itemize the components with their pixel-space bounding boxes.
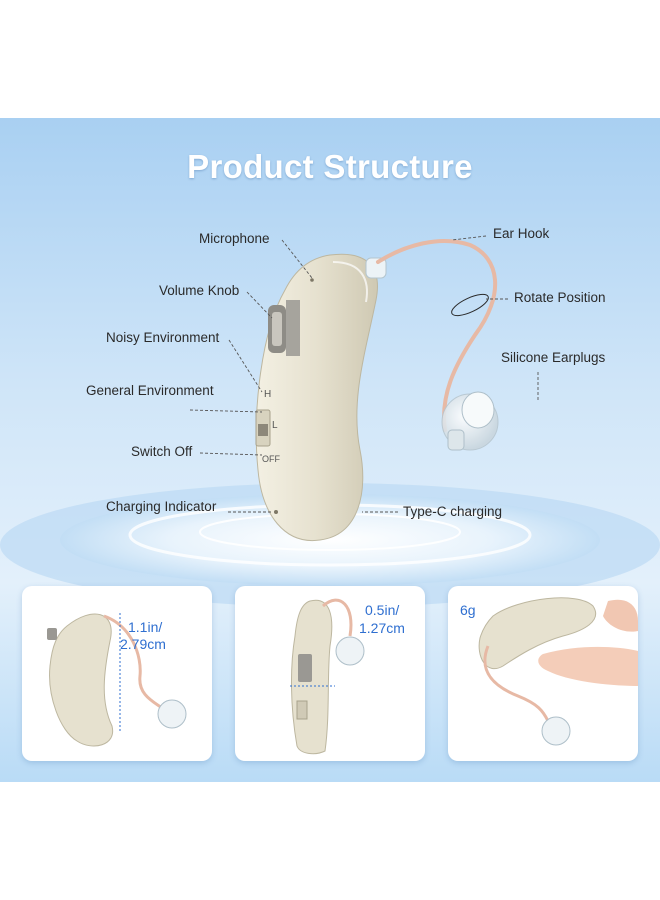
card-height: 1.1in/ 2.79cm: [22, 586, 212, 761]
page-title: Product Structure: [187, 148, 473, 185]
width-inches: 0.5in/: [365, 602, 400, 618]
height-inches: 1.1in/: [128, 619, 163, 635]
mark-h: H: [264, 389, 272, 400]
label-silicone-earplugs: Silicone Earplugs: [501, 350, 606, 365]
mark-off: OFF: [262, 454, 280, 464]
label-volume-knob: Volume Knob: [159, 283, 240, 298]
weight-value: 6g: [460, 602, 476, 618]
width-cm: 1.27cm: [359, 620, 405, 636]
label-general-environment: General Environment: [86, 383, 214, 398]
hearing-aid-main: [255, 253, 378, 542]
water-ripple: [0, 483, 660, 607]
charging-led: [274, 510, 278, 514]
mic-port: [310, 278, 314, 282]
card-weight-illustration: [478, 597, 638, 746]
rotate-indicator: [451, 293, 489, 317]
mark-l: L: [272, 420, 278, 431]
card-width: 0.5in/ 1.27cm: [235, 586, 425, 761]
label-microphone: Microphone: [199, 231, 270, 246]
label-noisy-environment: Noisy Environment: [106, 330, 220, 345]
label-charging-indicator: Charging Indicator: [106, 499, 217, 514]
label-switch-off: Switch Off: [131, 444, 193, 459]
label-rotate-position: Rotate Position: [514, 290, 606, 305]
height-cm: 2.79cm: [120, 636, 166, 652]
silicone-earplug: [441, 391, 499, 451]
label-type-c-charging: Type-C charging: [403, 504, 503, 519]
card-weight: 6g: [448, 586, 638, 761]
card-width-illustration: [290, 598, 365, 755]
label-ear-hook: Ear Hook: [493, 226, 550, 241]
ear-hook: [365, 239, 499, 451]
card-height-illustration: [47, 613, 187, 747]
leader-lines: [189, 235, 539, 513]
